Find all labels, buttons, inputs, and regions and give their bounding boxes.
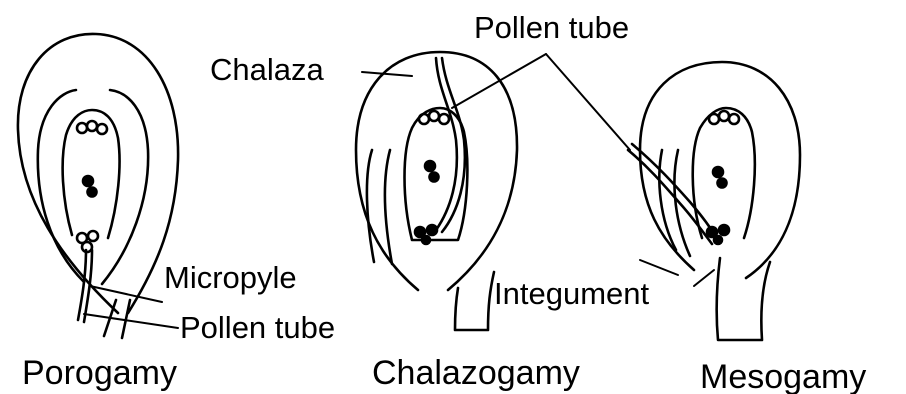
mesogamy-egg-apparatus xyxy=(719,225,729,235)
pollen-tube-bottom-leader xyxy=(84,314,178,328)
chalazogamy-funiculus xyxy=(455,272,494,330)
mesogamy-antipodal xyxy=(709,114,719,124)
integument-leader xyxy=(640,260,678,275)
mesogamy-inner-integument xyxy=(674,150,690,256)
porogamy-antipodal xyxy=(77,123,87,133)
porogamy-ovule xyxy=(18,34,178,338)
integument-leader xyxy=(694,270,714,286)
chalaza-leader xyxy=(362,72,412,76)
integument-label: Integument xyxy=(494,278,649,309)
micropyle-label: Micropyle xyxy=(164,262,297,293)
porogamy-antipodal xyxy=(97,124,107,134)
porogamy-egg-apparatus xyxy=(88,231,98,241)
chalazogamy-pollen-tube xyxy=(442,58,465,232)
mesogamy-antipodal xyxy=(719,111,729,121)
mesogamy-funiculus xyxy=(717,258,770,340)
chalazogamy-egg-apparatus xyxy=(422,236,430,244)
porogamy-inner-integument xyxy=(38,90,84,282)
porogamy-embryo-sac xyxy=(63,110,120,238)
pollen-tube-top-leader xyxy=(546,54,630,150)
panel-title-mesogamy: Mesogamy xyxy=(700,360,866,394)
pollen-tube-top-label: Pollen tube xyxy=(474,12,629,43)
chalazogamy-outer-integument xyxy=(356,52,517,290)
porogamy-polar-nucleus xyxy=(88,188,97,197)
mesogamy-antipodal xyxy=(729,114,739,124)
chalazogamy-polar-nucleus xyxy=(425,161,435,171)
chalazogamy-inner-integument xyxy=(385,150,392,264)
mesogamy-ovule xyxy=(628,62,800,340)
chalazogamy-polar-nucleus xyxy=(430,173,439,182)
porogamy-polar-nucleus xyxy=(83,176,93,186)
micropyle-leader xyxy=(90,286,162,302)
pollen-tube-top-leader xyxy=(452,54,546,108)
porogamy-antipodal xyxy=(87,121,97,131)
chalazogamy-antipodal xyxy=(439,114,449,124)
panel-title-chalazogamy: Chalazogamy xyxy=(372,356,580,390)
pollen-tube-bottom-label: Pollen tube xyxy=(180,312,335,343)
chalazogamy-antipodal xyxy=(429,111,439,121)
chalaza-label: Chalaza xyxy=(210,54,324,85)
mesogamy-polar-nucleus xyxy=(718,179,727,188)
chalazogamy-pollen-tube xyxy=(436,58,457,230)
porogamy-outer-integument xyxy=(18,34,178,313)
chalazogamy-inner-integument xyxy=(367,150,374,262)
panel-title-porogamy: Porogamy xyxy=(22,356,177,390)
chalazogamy-antipodal xyxy=(419,114,429,124)
mesogamy-polar-nucleus xyxy=(713,167,723,177)
